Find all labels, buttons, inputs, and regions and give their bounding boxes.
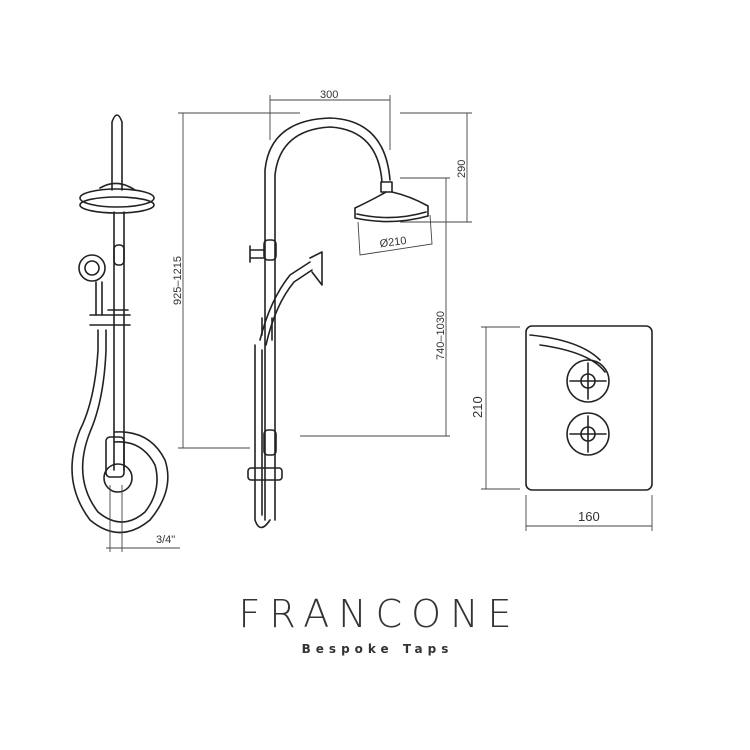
dimension-valve-height: 210: [470, 396, 485, 418]
shower-side-view: 3/4": [71, 114, 180, 552]
brand-logo: FRANCONE Bespoke Taps: [0, 592, 750, 656]
dimension-head-diameter: Ø210: [379, 235, 407, 250]
dimension-head-height: 740–1030: [435, 311, 447, 360]
shower-front-view: 300 925–1215 290 740–1030 Ø210: [172, 89, 472, 529]
dimension-head-drop: 290: [456, 160, 468, 178]
dimension-valve-width: 160: [578, 509, 600, 524]
dimension-total-height: 925–1215: [172, 256, 184, 305]
dimension-connection: 3/4": [156, 534, 175, 546]
dimension-reach: 300: [320, 89, 338, 101]
brand-tagline: Bespoke Taps: [301, 642, 454, 656]
thermostatic-valve-plate: 210 160: [470, 325, 653, 531]
brand-name: FRANCONE: [238, 592, 521, 636]
